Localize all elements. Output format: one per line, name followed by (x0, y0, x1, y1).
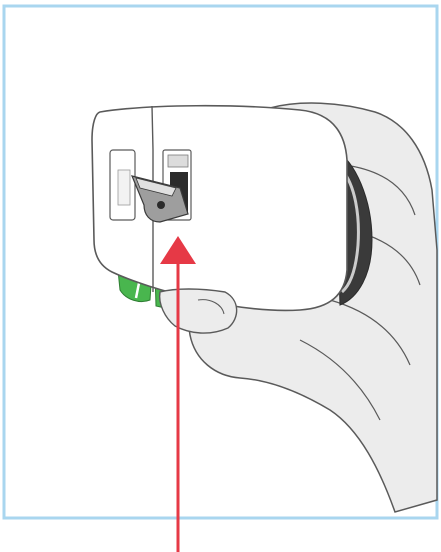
sd-card-notch (157, 201, 165, 209)
slot-top (168, 155, 188, 167)
device-indicator-inner (118, 170, 130, 205)
